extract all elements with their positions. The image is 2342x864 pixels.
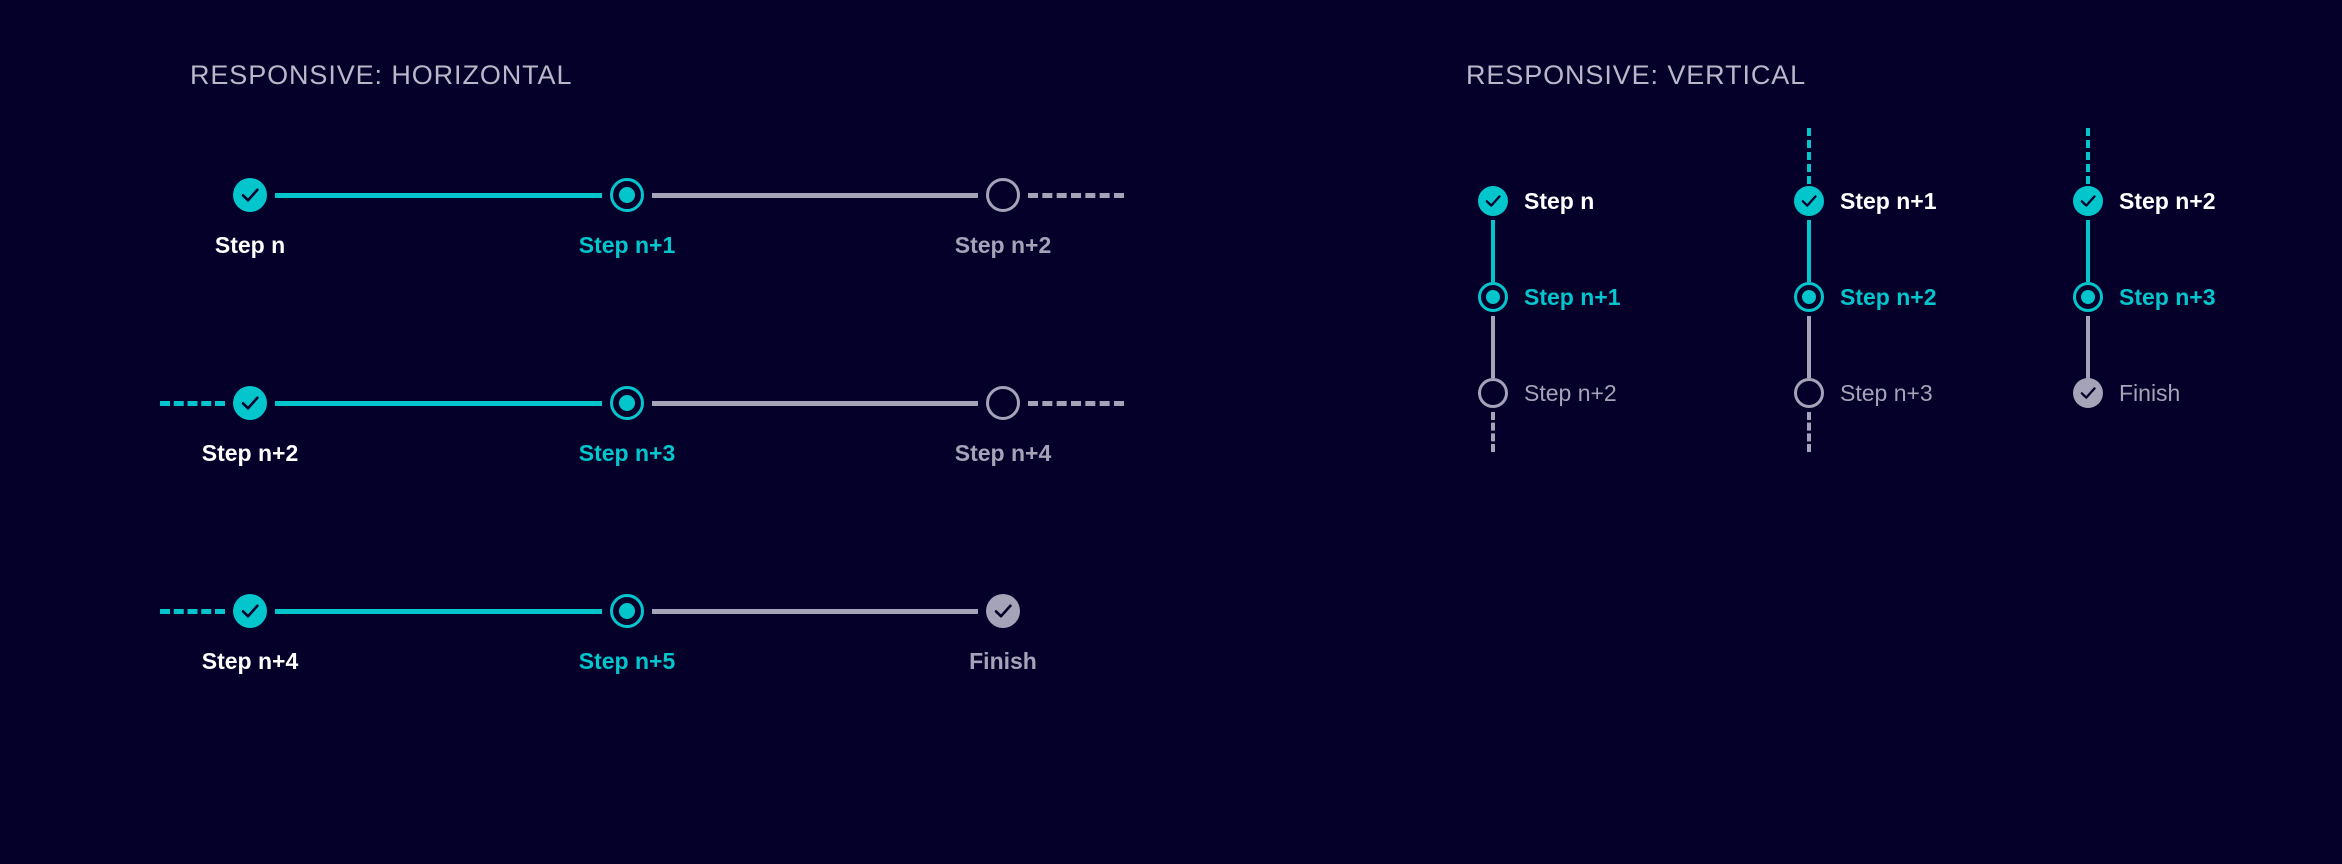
step-label[interactable]: Step n+4 xyxy=(201,648,299,674)
connector-segment xyxy=(652,401,978,406)
step-label[interactable]: Step n+1 xyxy=(578,232,676,258)
step-label[interactable]: Step n+3 xyxy=(578,440,676,466)
step-label[interactable]: Step n+3 xyxy=(1840,380,1933,406)
connector-segment xyxy=(2086,316,2090,378)
stepper-step: Step n+3 xyxy=(2061,246,2342,378)
step-marker-done[interactable] xyxy=(1794,186,1824,216)
step-label[interactable]: Step n+3 xyxy=(2119,284,2216,310)
step-label[interactable]: Finish xyxy=(969,648,1037,674)
step-marker-todo[interactable] xyxy=(1478,378,1508,408)
step-label[interactable]: Step n+2 xyxy=(954,232,1052,258)
stepper-row: Step n+2 Step n+3 Step n+4 xyxy=(0,358,1200,498)
stepper-row: Step n Step n+1 Step n+2 xyxy=(0,150,1200,290)
check-icon xyxy=(1794,186,1824,216)
check-icon xyxy=(233,178,267,212)
step-label[interactable]: Finish xyxy=(2119,380,2181,406)
connector-trail xyxy=(1028,193,1124,198)
connector-segment xyxy=(275,609,602,614)
stepper-step: Step n+1 xyxy=(1782,128,2072,282)
step-marker-done[interactable] xyxy=(233,178,267,212)
step-label[interactable]: Step n+5 xyxy=(578,648,676,674)
connector-segment xyxy=(1491,316,1495,378)
connector-trail xyxy=(1491,412,1495,452)
step-marker-active[interactable] xyxy=(2073,282,2103,312)
step-marker-todo[interactable] xyxy=(986,178,1020,212)
step-label[interactable]: Step n+2 xyxy=(2119,188,2216,214)
stepper-step: Step n xyxy=(1466,150,1756,282)
horizontal-section-title: RESPONSIVE: HORIZONTAL xyxy=(190,60,573,90)
connector-trail xyxy=(1807,412,1811,452)
connector-lead xyxy=(160,609,225,614)
step-marker-active[interactable] xyxy=(1794,282,1824,312)
step-marker-finish[interactable] xyxy=(2073,378,2103,408)
step-label[interactable]: Step n xyxy=(1524,188,1595,214)
step-label[interactable]: Step n+1 xyxy=(1840,188,1937,214)
stepper-step: Step n+2 xyxy=(2061,128,2342,282)
step-label[interactable]: Step n+2 xyxy=(201,440,299,466)
check-icon xyxy=(233,386,267,420)
connector-trail xyxy=(1028,401,1124,406)
step-marker-todo[interactable] xyxy=(986,386,1020,420)
step-marker-done[interactable] xyxy=(2073,186,2103,216)
check-icon xyxy=(2073,378,2103,408)
stepper-step: Step n+2 xyxy=(1782,246,2072,378)
check-icon xyxy=(986,594,1020,628)
stepper-step: Step n+3 xyxy=(1782,342,2072,452)
connector-segment xyxy=(275,401,602,406)
stepper-step: Finish xyxy=(2061,342,2342,438)
connector-segment xyxy=(1807,220,1811,282)
step-label[interactable]: Step n+4 xyxy=(954,440,1052,466)
connector-lead xyxy=(2086,128,2090,184)
connector-lead xyxy=(1807,128,1811,184)
connector-segment xyxy=(1807,316,1811,378)
step-label[interactable]: Step n+2 xyxy=(1524,380,1617,406)
stepper-step: Step n+1 xyxy=(1466,246,1756,378)
vertical-section-title: RESPONSIVE: VERTICAL xyxy=(1466,60,1807,90)
step-label[interactable]: Step n+1 xyxy=(1524,284,1621,310)
step-marker-active[interactable] xyxy=(610,178,644,212)
step-marker-done[interactable] xyxy=(233,594,267,628)
step-marker-active[interactable] xyxy=(610,386,644,420)
stepper-step: Step n+2 xyxy=(1466,342,1756,452)
connector-segment xyxy=(275,193,602,198)
step-marker-active[interactable] xyxy=(1478,282,1508,312)
connector-segment xyxy=(2086,220,2090,282)
step-marker-done[interactable] xyxy=(233,386,267,420)
stepper-row: Step n+4 Step n+5 Finish xyxy=(0,566,1200,706)
step-marker-todo[interactable] xyxy=(1794,378,1824,408)
connector-segment xyxy=(1491,220,1495,282)
step-marker-done[interactable] xyxy=(1478,186,1508,216)
connector-lead xyxy=(160,401,225,406)
check-icon xyxy=(2073,186,2103,216)
check-icon xyxy=(1478,186,1508,216)
step-label[interactable]: Step n xyxy=(214,232,286,258)
connector-segment xyxy=(652,609,978,614)
check-icon xyxy=(233,594,267,628)
step-label[interactable]: Step n+2 xyxy=(1840,284,1937,310)
connector-segment xyxy=(652,193,978,198)
step-marker-finish[interactable] xyxy=(986,594,1020,628)
step-marker-active[interactable] xyxy=(610,594,644,628)
